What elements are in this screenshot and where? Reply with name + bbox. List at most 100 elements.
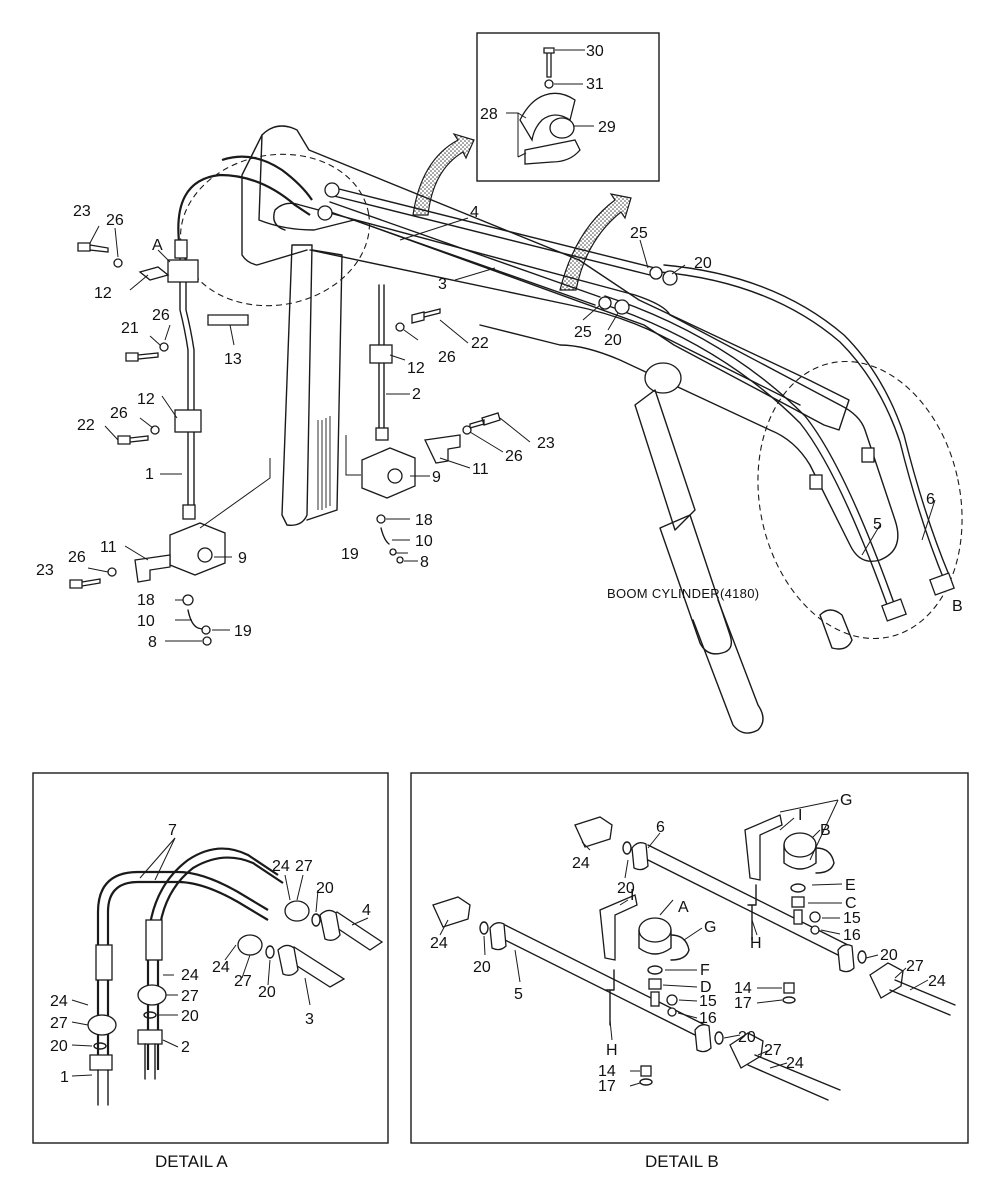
detail-a-label-27-b: 27 bbox=[234, 973, 252, 990]
fitting-detail-a-2 bbox=[324, 182, 340, 198]
bolt-22-a-icon bbox=[117, 435, 149, 445]
detail-b-label-24-c: 24 bbox=[928, 973, 946, 990]
detail-b-callout-ellipse bbox=[757, 360, 963, 640]
label-3: 3 bbox=[438, 276, 447, 293]
hose-right-lower bbox=[747, 1054, 841, 1101]
detail-a-label-24-c: 24 bbox=[181, 967, 199, 984]
pipe-4-flange bbox=[319, 909, 341, 941]
label-4: 4 bbox=[470, 204, 479, 221]
clamp-12-a bbox=[167, 259, 199, 283]
label-18-a: 18 bbox=[137, 592, 155, 609]
clamp-inset-frame bbox=[476, 32, 660, 182]
pipe-6-left-flange bbox=[631, 842, 649, 871]
label-20-a: 20 bbox=[694, 255, 712, 272]
detail-b-label-i1: I bbox=[798, 807, 802, 824]
detail-b-label-24-b: 24 bbox=[430, 935, 448, 952]
label-8-b: 8 bbox=[420, 554, 429, 571]
pipe-1-flange-detail-a bbox=[89, 1054, 113, 1071]
detail-b-label-g1: G bbox=[840, 792, 852, 809]
label-6: 6 bbox=[926, 491, 935, 508]
label-11-b: 11 bbox=[472, 461, 489, 478]
detail-a-label-20-b: 20 bbox=[258, 984, 276, 1001]
label-29: 29 bbox=[598, 119, 616, 136]
clamp-12-b bbox=[174, 409, 202, 433]
label-12-b: 12 bbox=[137, 391, 155, 408]
bolt-23-b-icon bbox=[469, 412, 501, 429]
clamp-inset bbox=[476, 32, 660, 182]
label-26-e: 26 bbox=[505, 448, 523, 465]
pipe-3 bbox=[324, 201, 601, 306]
detail-a-callout-ellipse bbox=[179, 153, 371, 307]
detail-b-label-24-d: 24 bbox=[786, 1055, 804, 1072]
clamp-12-c bbox=[369, 344, 393, 364]
label-26-f: 26 bbox=[68, 549, 86, 566]
detail-b-label-27-a: 27 bbox=[906, 958, 924, 975]
detail-a-label-20-a: 20 bbox=[316, 880, 334, 897]
detail-b-label-17-b: 17 bbox=[598, 1078, 616, 1095]
boom-cylinder-note: BOOM CYLINDER(4180) bbox=[607, 586, 759, 601]
label-20-b: 20 bbox=[604, 332, 622, 349]
detail-b-label-c: C bbox=[845, 895, 857, 912]
label-30: 30 bbox=[586, 43, 604, 60]
label-25-b: 25 bbox=[574, 324, 592, 341]
label-26-d: 26 bbox=[438, 349, 456, 366]
pipe-6-right-flange bbox=[837, 944, 855, 973]
hose-end-a-2 bbox=[145, 919, 163, 961]
fitting-a-top bbox=[174, 239, 188, 259]
label-26-a: 26 bbox=[106, 212, 124, 229]
detail-a-label-1: 1 bbox=[60, 1069, 69, 1086]
detail-b-label-a: A bbox=[678, 899, 689, 916]
label-19-a: 19 bbox=[234, 623, 252, 640]
bracket-i-a-icon bbox=[599, 894, 638, 961]
detail-b-label-14-a: 14 bbox=[734, 980, 752, 997]
flange-27-a-detail bbox=[869, 962, 904, 999]
fitting-25-b bbox=[598, 296, 612, 310]
pipe-6-clamp bbox=[861, 447, 875, 463]
detail-a-label-3: 3 bbox=[305, 1011, 314, 1028]
boom-pin-icon bbox=[644, 362, 682, 394]
pipe-2-flange-detail-a bbox=[137, 1029, 163, 1045]
fitting-20-a bbox=[662, 270, 678, 286]
pipe-4 bbox=[329, 187, 656, 276]
pipe-1 bbox=[179, 249, 195, 511]
detail-b-label-20-a: 20 bbox=[617, 880, 635, 897]
sensor-a-icon bbox=[638, 917, 672, 943]
detail-b-label-f: F bbox=[700, 962, 710, 979]
label-12-c: 12 bbox=[407, 360, 425, 377]
washer-26-b-icon bbox=[159, 342, 169, 352]
detail-b-frame bbox=[410, 772, 969, 1144]
fitting-24-a-left bbox=[574, 816, 613, 848]
label-12-a: 12 bbox=[94, 285, 112, 302]
label-31: 31 bbox=[586, 76, 604, 93]
detail-b-label-h2: H bbox=[606, 1042, 618, 1059]
block-9-a bbox=[169, 522, 226, 576]
detail-a-label-27-c: 27 bbox=[181, 988, 199, 1005]
label-26-c: 26 bbox=[110, 405, 128, 422]
pipe-1-end bbox=[182, 504, 196, 520]
detail-a-label-24-d: 24 bbox=[50, 993, 68, 1010]
hose-end-a-1 bbox=[95, 944, 113, 981]
clamp-lower-icon bbox=[524, 139, 581, 165]
label-19-b: 19 bbox=[341, 546, 359, 563]
bolt-22-b-icon bbox=[411, 308, 441, 324]
fitting-20-b bbox=[614, 299, 630, 315]
pipe-3-flange bbox=[277, 944, 299, 976]
detail-arrow-b-icon bbox=[559, 193, 632, 291]
flange-27-d bbox=[87, 1014, 117, 1036]
flange-27-c bbox=[137, 984, 167, 1006]
flange-27-b-detail bbox=[729, 1032, 764, 1069]
detail-b-label-g2: G bbox=[704, 919, 716, 936]
detail-a-label-4: 4 bbox=[362, 902, 371, 919]
fitting-detail-a-1 bbox=[317, 205, 333, 221]
hose-a-inner bbox=[221, 155, 313, 201]
detail-b-label-20-d: 20 bbox=[738, 1029, 756, 1046]
detail-b-label-15-b: 15 bbox=[699, 993, 717, 1010]
detail-b-label-14-b: 14 bbox=[598, 1063, 616, 1080]
label-23-c: 23 bbox=[36, 562, 54, 579]
bolt-23-c-icon bbox=[69, 578, 101, 589]
label-26-b: 26 bbox=[152, 307, 170, 324]
washer-26-a-icon bbox=[113, 258, 123, 268]
sensor-b-wire bbox=[815, 847, 835, 874]
